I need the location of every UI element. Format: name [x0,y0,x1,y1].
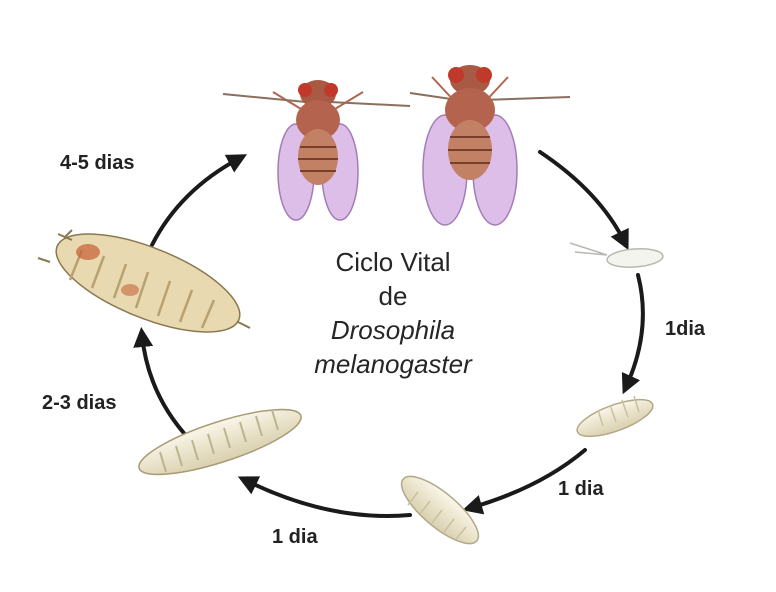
title-line-1: Ciclo Vital [268,245,518,279]
first-instar-larva [573,392,657,444]
adult-male-fly [410,65,570,225]
title-genus: Drosophila [268,313,518,347]
duration-pupa-to-adult: 4-5 dias [60,152,134,175]
duration-egg-to-larva: 1 dia [558,478,604,501]
arrow-larva-to-large-larva [245,480,410,516]
third-instar-larva [133,397,307,488]
second-instar-larva [392,466,487,554]
adult-female-fly [223,80,410,220]
duration-larva-to-larva: 1 dia [272,526,318,549]
title-line-2: de [268,279,518,313]
arrow-adults-to-egg [540,152,625,243]
egg [570,243,664,269]
duration-adults-to-egg: 1dia [665,318,705,341]
arrow-egg-to-larva [626,275,643,387]
arrow-pupa-to-adults [152,158,240,245]
pupa [38,214,252,352]
diagram-title: Ciclo Vital de Drosophila melanogaster [268,245,518,381]
duration-larva-to-pupa: 2-3 dias [42,392,116,415]
arrow-larva-to-pupa [142,335,190,440]
title-species: melanogaster [268,347,518,381]
